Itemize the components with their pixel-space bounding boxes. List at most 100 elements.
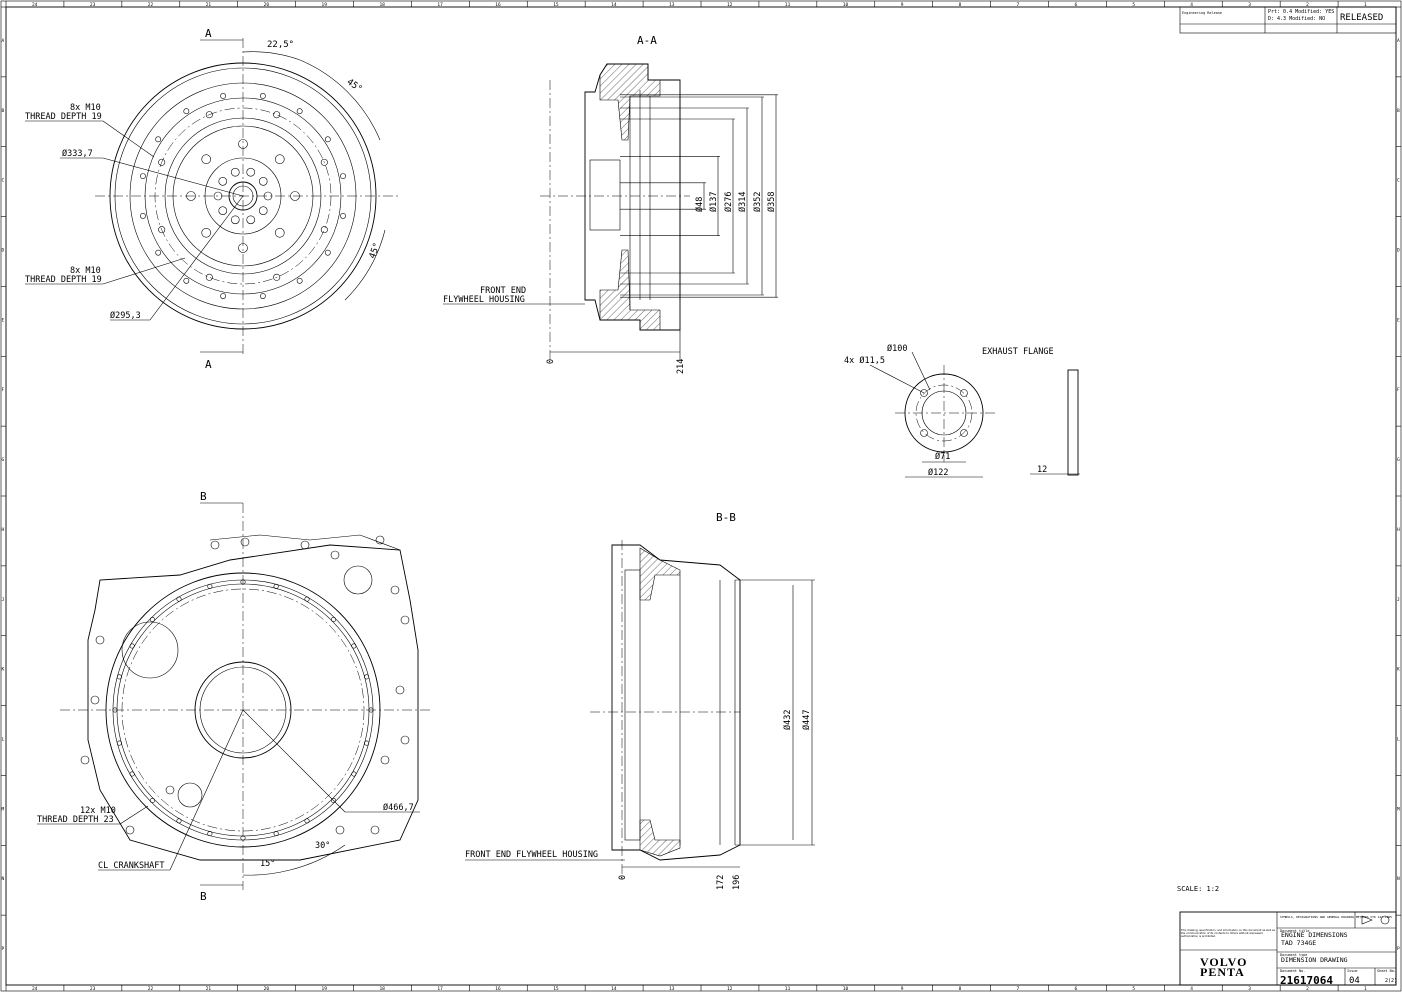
frame-left-letter: D bbox=[2, 248, 5, 254]
frame-bottom-number: 23 bbox=[90, 986, 96, 992]
frame-right-letter: K bbox=[1397, 667, 1400, 673]
flange-hole bbox=[364, 740, 370, 746]
frame-right-letter: P bbox=[1397, 946, 1400, 952]
bolt-hole bbox=[296, 277, 303, 284]
housing-dia-label: Ø466,7 bbox=[383, 802, 414, 813]
housing-angle-30: 30° bbox=[315, 841, 330, 851]
exhaust-title: EXHAUST FLANGE bbox=[982, 347, 1054, 357]
frame-top-number: 3 bbox=[1248, 2, 1251, 8]
frame-left-letter: C bbox=[2, 178, 5, 184]
boss-hole bbox=[395, 685, 405, 695]
frame-right-letter: A bbox=[1397, 38, 1400, 44]
bolt-hole bbox=[183, 277, 190, 284]
hub-hole bbox=[230, 215, 240, 225]
bolt-hole bbox=[220, 293, 227, 299]
dia-outer-label: Ø333,7 bbox=[62, 148, 93, 159]
flange-hole bbox=[207, 831, 213, 837]
frame-right-letter: D bbox=[1397, 248, 1400, 254]
frame-top-number: 16 bbox=[495, 2, 501, 8]
aa-note-line2: FLYWHEEL HOUSING bbox=[443, 295, 525, 305]
bb-depth-172: 172 bbox=[716, 875, 726, 890]
frame-left-letter: B bbox=[2, 108, 5, 114]
section-mark-a-top: A bbox=[205, 27, 212, 40]
doc-title-1: ENGINE DIMENSIONS bbox=[1281, 931, 1348, 939]
frame-bottom-number: 20 bbox=[264, 986, 270, 992]
flange-hole bbox=[116, 674, 122, 680]
flange-hole bbox=[331, 798, 337, 804]
angle-right-bottom-label: 45° bbox=[368, 241, 383, 260]
hub-hole bbox=[258, 206, 268, 215]
flange-hole bbox=[368, 707, 374, 713]
frame-left-letter: M bbox=[2, 806, 5, 812]
frame-bottom-number: 8 bbox=[959, 986, 962, 992]
frame-left-letter: L bbox=[2, 737, 5, 743]
frame-bottom-number: 17 bbox=[437, 986, 443, 992]
doc-no: 21617064 bbox=[1280, 974, 1333, 987]
frame-left-letter: H bbox=[2, 527, 5, 533]
flange-hole bbox=[351, 771, 357, 777]
frame-top-number: 23 bbox=[90, 2, 96, 8]
thread-hole bbox=[205, 111, 213, 119]
frame-left-letter: P bbox=[2, 946, 5, 952]
flange-hole bbox=[176, 596, 182, 602]
flange-hole bbox=[304, 596, 310, 602]
center-hole bbox=[186, 191, 196, 201]
frame-top-number: 10 bbox=[843, 2, 849, 8]
doc-type-label: Document type bbox=[1280, 953, 1307, 957]
exhaust-dia-outer: Ø122 bbox=[928, 467, 948, 478]
flange-hole bbox=[240, 579, 246, 585]
frame-top-number: 6 bbox=[1074, 2, 1077, 8]
frame-bottom-number: 18 bbox=[379, 986, 385, 992]
flange-hole bbox=[176, 818, 182, 824]
aa-dimension-label: Ø137 bbox=[708, 192, 719, 212]
frame-bottom-number: 3 bbox=[1248, 986, 1251, 992]
housing-thread-line2: THREAD DEPTH 23 bbox=[37, 815, 114, 825]
hub-hole bbox=[258, 177, 268, 186]
frame-top-number: 13 bbox=[669, 2, 675, 8]
bb-zero-label: 0 bbox=[618, 875, 628, 880]
frame-right-letter: L bbox=[1397, 737, 1400, 743]
symbols-note: SYMBOLS, DESIGNATIONS AND GENERAL DRAWIN… bbox=[1280, 915, 1392, 919]
exhaust-flange-view: EXHAUST FLANGE Ø100 4x Ø11,5 Ø71 Ø122 12 bbox=[844, 343, 1080, 478]
thread-top-line2: THREAD DEPTH 19 bbox=[25, 112, 102, 122]
boss-hole bbox=[90, 695, 100, 705]
frame-bottom-number: 15 bbox=[553, 986, 559, 992]
frame-top-number: 2 bbox=[1306, 2, 1309, 8]
frame-right-letter: J bbox=[1397, 597, 1400, 603]
exhaust-dia-bolt: Ø100 bbox=[887, 343, 907, 354]
frame-top-number: 17 bbox=[437, 2, 443, 8]
frame-left-letter: N bbox=[2, 876, 5, 882]
frame-right-letter: G bbox=[1397, 457, 1400, 463]
bb-note: FRONT END FLYWHEEL HOUSING bbox=[465, 850, 598, 860]
flange-hole bbox=[149, 798, 155, 804]
section-bb-view: B-B FRONT END FLYWHEEL HOUSING Ø432 Ø447… bbox=[465, 511, 815, 890]
center-hole bbox=[238, 139, 248, 149]
hub-hole bbox=[246, 215, 256, 225]
frame-left-letter: J bbox=[2, 597, 5, 603]
section-mark-a-bottom: A bbox=[205, 358, 212, 371]
bolt-hole bbox=[183, 108, 190, 115]
flange-hole bbox=[116, 740, 122, 746]
flange-hole bbox=[129, 643, 135, 649]
sheet-value: 2(2) bbox=[1385, 978, 1397, 984]
housing-thread-line1: 12x M10 bbox=[80, 806, 116, 816]
boss-hole bbox=[400, 615, 410, 625]
doc-title-2: TAD 734GE bbox=[1281, 939, 1316, 947]
frame-bottom-number: 14 bbox=[611, 986, 617, 992]
boss-hole bbox=[95, 635, 105, 645]
status-released: RELEASED bbox=[1340, 13, 1383, 23]
boss-hole bbox=[335, 825, 345, 835]
bolt-hole bbox=[140, 212, 146, 219]
frame-top-number: 8 bbox=[959, 2, 962, 8]
boss-hole bbox=[165, 785, 175, 795]
doc-type: DIMENSION DRAWING bbox=[1281, 956, 1348, 964]
frame-bottom-number: 10 bbox=[843, 986, 849, 992]
hub-hole bbox=[246, 167, 256, 177]
thread-hole bbox=[320, 158, 328, 166]
housing-view: B B 12x M10 THREAD DEPTH 23 CL CRANKSHAF… bbox=[37, 490, 430, 903]
bolt-hole bbox=[296, 108, 303, 115]
frame-left-letter: K bbox=[2, 667, 5, 673]
frame-bottom-number: 5 bbox=[1132, 986, 1135, 992]
section-mark-b-top: B bbox=[200, 490, 207, 503]
